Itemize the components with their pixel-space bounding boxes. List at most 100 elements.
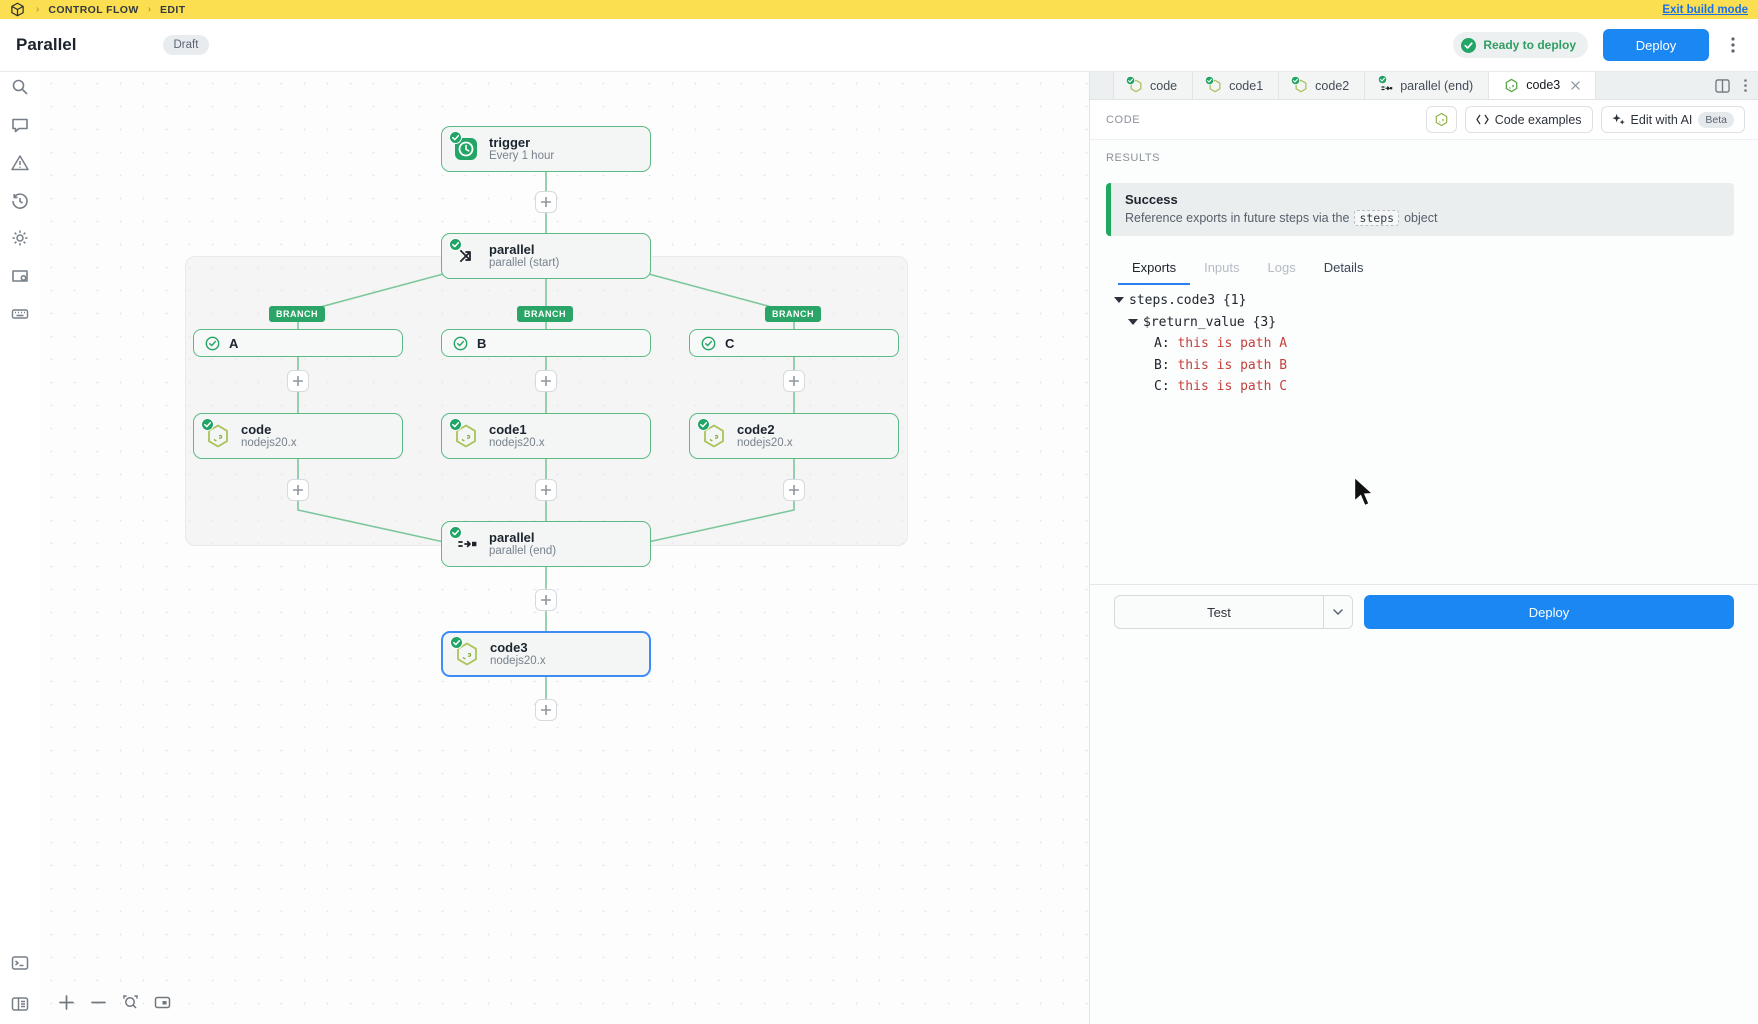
layout-icon[interactable] [11, 995, 29, 1013]
node-branch-c[interactable]: C [689, 329, 899, 357]
node-title: code1 [489, 422, 527, 437]
warning-icon[interactable] [11, 154, 29, 172]
settings-icon[interactable] [11, 229, 29, 247]
edit-with-ai-button[interactable]: Edit with AI Beta [1600, 106, 1745, 133]
check-circle-outline-icon [205, 336, 220, 350]
node-subtitle: Every 1 hour [489, 150, 555, 162]
window-settings-icon[interactable] [11, 267, 29, 285]
app-logo-icon[interactable] [10, 2, 25, 17]
add-step-button[interactable] [535, 370, 557, 392]
node-branch-a[interactable]: A [193, 329, 403, 357]
success-check-icon [201, 418, 214, 431]
node-subtitle: nodejs20.x [490, 655, 546, 667]
tab-details[interactable]: Details [1323, 260, 1364, 275]
node-branch-b[interactable]: B [441, 329, 651, 357]
beta-badge: Beta [1698, 111, 1734, 128]
mouse-cursor [1353, 477, 1375, 507]
add-step-button[interactable] [535, 589, 557, 611]
app-header: Parallel Draft Ready to deploy Deploy [0, 19, 1758, 72]
tab-code3-active[interactable]: code3 [1489, 72, 1597, 99]
node-code1[interactable]: code1 nodejs20.x [441, 413, 651, 459]
add-step-button[interactable] [535, 699, 557, 721]
nodejs-version-button[interactable] [1425, 106, 1457, 133]
add-step-button[interactable] [783, 479, 805, 501]
breadcrumb-edit: EDIT [160, 3, 186, 16]
add-step-button[interactable] [783, 370, 805, 392]
breadcrumb-project[interactable]: CONTROL FLOW [48, 3, 139, 16]
draft-badge: Draft [162, 35, 210, 55]
test-button[interactable]: Test [1207, 604, 1231, 620]
minimap-icon[interactable] [154, 994, 171, 1011]
add-step-button[interactable] [287, 370, 309, 392]
node-code[interactable]: code nodejs20.x [193, 413, 403, 459]
exit-build-mode-link[interactable]: Exit build mode [1662, 3, 1748, 16]
tab-label: code3 [1526, 78, 1561, 92]
tree-row-return-value[interactable]: $return_value {3} [1114, 312, 1287, 334]
code-examples-button[interactable]: Code examples [1464, 106, 1593, 133]
tab-code2[interactable]: code2 [1279, 72, 1366, 99]
clock-icon [455, 138, 477, 160]
node-code3[interactable]: code3 nodejs20.x [441, 631, 651, 677]
tree-row[interactable]: C: this is path C [1114, 376, 1287, 398]
node-code2[interactable]: code2 nodejs20.x [689, 413, 899, 459]
comment-icon[interactable] [11, 116, 29, 134]
add-step-button[interactable] [535, 479, 557, 501]
nodejs-icon [1435, 112, 1447, 127]
node-parallel-end[interactable]: parallel parallel (end) [441, 521, 651, 567]
node-title: code [241, 422, 272, 437]
workflow-canvas[interactable]: trigger Every 1 hour parallel parallel (… [40, 72, 1089, 1024]
code-section-header: CODE Code examples Edit with AI Beta [1090, 100, 1758, 140]
breadcrumb-chevron-icon: › [36, 4, 40, 15]
add-step-button[interactable] [535, 191, 557, 213]
tab-code1[interactable]: code1 [1193, 72, 1280, 99]
zoom-fit-icon[interactable] [122, 994, 139, 1011]
branch-badge: BRANCH [517, 306, 573, 322]
zoom-out-icon[interactable] [90, 994, 107, 1011]
code-examples-label: Code examples [1494, 112, 1582, 127]
tab-label: code2 [1315, 78, 1350, 93]
success-check-icon [449, 238, 462, 251]
tree-row[interactable]: B: this is path B [1114, 355, 1287, 377]
collapse-triangle-icon[interactable] [1128, 318, 1138, 325]
panel-more-options-icon[interactable] [1744, 79, 1747, 92]
check-circle-icon [1461, 37, 1477, 53]
tree-key: B: [1154, 357, 1170, 373]
tab-code[interactable]: code [1113, 72, 1194, 99]
history-icon[interactable] [11, 192, 29, 210]
close-icon[interactable] [1571, 80, 1580, 90]
node-title: code3 [490, 640, 528, 655]
tab-label: code1 [1229, 78, 1264, 93]
tree-row[interactable]: A: this is path A [1114, 333, 1287, 355]
node-trigger[interactable]: trigger Every 1 hour [441, 126, 651, 172]
tab-inputs[interactable]: Inputs [1204, 260, 1240, 275]
node-title: trigger [489, 135, 531, 150]
split-view-icon[interactable] [1715, 78, 1730, 93]
tree-return-key: $return_value [1143, 314, 1245, 330]
steps-object-chip[interactable]: steps [1354, 210, 1400, 226]
code-brackets-icon [1475, 114, 1489, 125]
results-section-label: RESULTS [1106, 152, 1161, 164]
test-options-dropdown[interactable] [1323, 596, 1352, 628]
more-options-icon[interactable] [1724, 34, 1742, 56]
tab-exports[interactable]: Exports [1118, 254, 1191, 285]
success-check-icon [449, 418, 462, 431]
add-step-button[interactable] [287, 479, 309, 501]
panel-deploy-button[interactable]: Deploy [1364, 595, 1734, 629]
tab-parallel-end[interactable]: parallel (end) [1365, 72, 1490, 99]
tree-key: C: [1154, 379, 1170, 394]
chevron-down-icon [1333, 609, 1343, 615]
collapse-triangle-icon[interactable] [1114, 297, 1124, 303]
node-parallel-start[interactable]: parallel parallel (start) [441, 233, 651, 279]
keyboard-icon[interactable] [11, 305, 29, 323]
tab-logs[interactable]: Logs [1267, 260, 1296, 275]
branch-badge: BRANCH [269, 306, 325, 322]
left-sidebar [0, 72, 40, 1024]
search-icon[interactable] [11, 78, 29, 96]
node-title: parallel [489, 242, 535, 257]
success-check-icon [1205, 75, 1215, 85]
success-check-icon [1291, 75, 1301, 85]
terminal-icon[interactable] [11, 954, 29, 972]
zoom-in-icon[interactable] [58, 994, 75, 1011]
tree-row-root[interactable]: steps.code3 {1} [1114, 290, 1287, 312]
deploy-button[interactable]: Deploy [1603, 29, 1709, 61]
